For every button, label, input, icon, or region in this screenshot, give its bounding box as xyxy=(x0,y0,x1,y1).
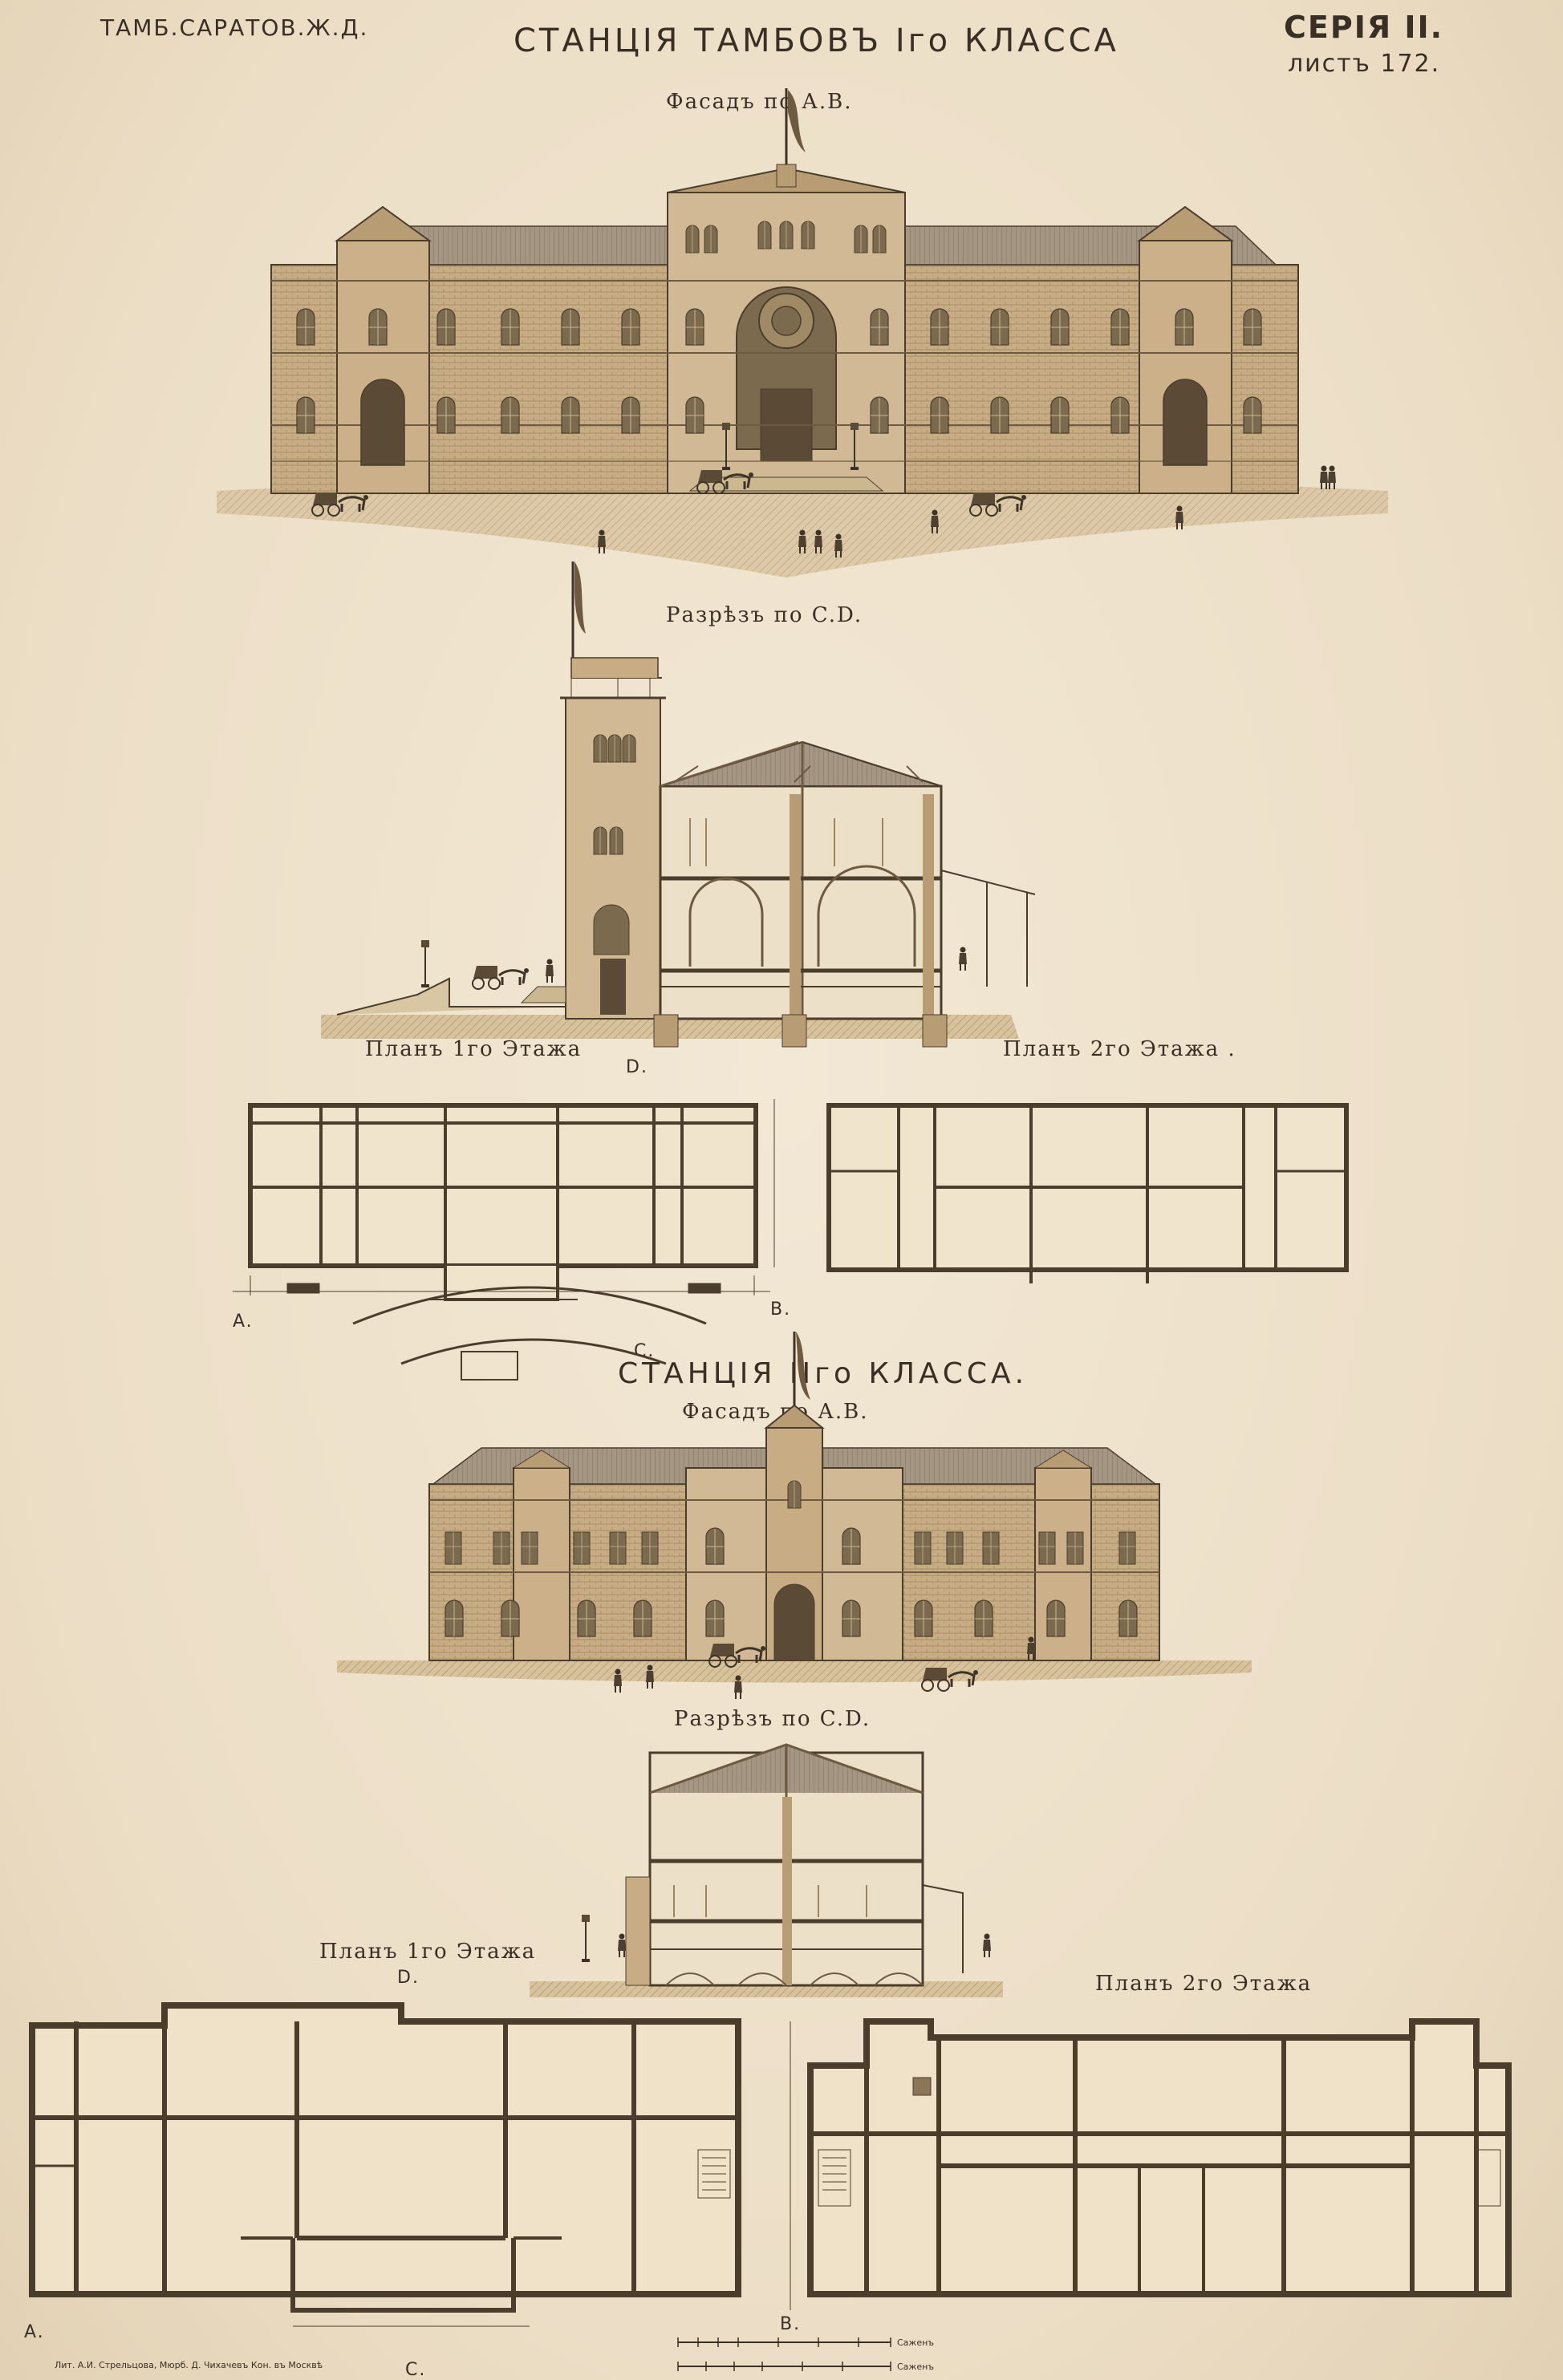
mark-d-1: D. xyxy=(626,1057,648,1077)
plan-2-floor1-label: Планъ 1го Этажа xyxy=(319,1940,537,1964)
scale-label-top: Саженъ xyxy=(897,2337,935,2348)
lithographer-imprint: Лит. А.И. Стрельцова, Мюрб. Д. Чихачевъ … xyxy=(55,2360,323,2370)
station-2-title: СТАНЦІЯ IIго КЛАССА. xyxy=(618,1357,1029,1390)
section-2-drawing xyxy=(530,1743,1003,1997)
section-1-drawing xyxy=(321,562,1036,1048)
scale-bars xyxy=(677,2337,891,2371)
section-2-label: Разрѣзъ по C.D. xyxy=(674,1707,871,1731)
plan-2-floor2-label: Планъ 2го Этажа xyxy=(1095,1972,1313,1996)
facade-2-label: Фасадъ по А.В. xyxy=(682,1400,869,1424)
plan-1-floor2-label: Планъ 2го Этажа . xyxy=(1003,1037,1236,1061)
sheet-title: СТАНЦІЯ ТАМБОВЪ Iго КЛАССА xyxy=(514,22,1119,59)
section-1-label: Разрѣзъ по C.D. xyxy=(666,603,863,627)
mark-b-1: B. xyxy=(770,1299,792,1320)
plan-2-floor2 xyxy=(807,2018,1512,2297)
facade-1-drawing xyxy=(217,88,1388,578)
plan-1-floor2 xyxy=(826,1103,1349,1283)
mark-c-2: C. xyxy=(405,2360,427,2380)
facade-1-label: Фасадъ по А.В. xyxy=(666,90,853,114)
facade-2-drawing xyxy=(337,1332,1252,1700)
mark-b-2: B. xyxy=(780,2314,802,2334)
plan-1-floor1-label: Планъ 1го Этажа xyxy=(365,1037,583,1061)
sheet-number: листъ 172. xyxy=(1288,50,1441,78)
plan-1-floor1 xyxy=(233,1099,775,1381)
series-number: СЕРІЯ II. xyxy=(1284,10,1444,45)
plan-2-floor1 xyxy=(29,2002,791,2327)
railway-name: ТАМБ.САРАТОВ.Ж.Д. xyxy=(100,14,369,41)
mark-d-2: D. xyxy=(397,1968,420,1988)
scale-label-bottom: Саженъ xyxy=(897,2362,935,2372)
mark-a-2: A. xyxy=(24,2322,45,2342)
mark-a-1: A. xyxy=(233,1312,254,1332)
